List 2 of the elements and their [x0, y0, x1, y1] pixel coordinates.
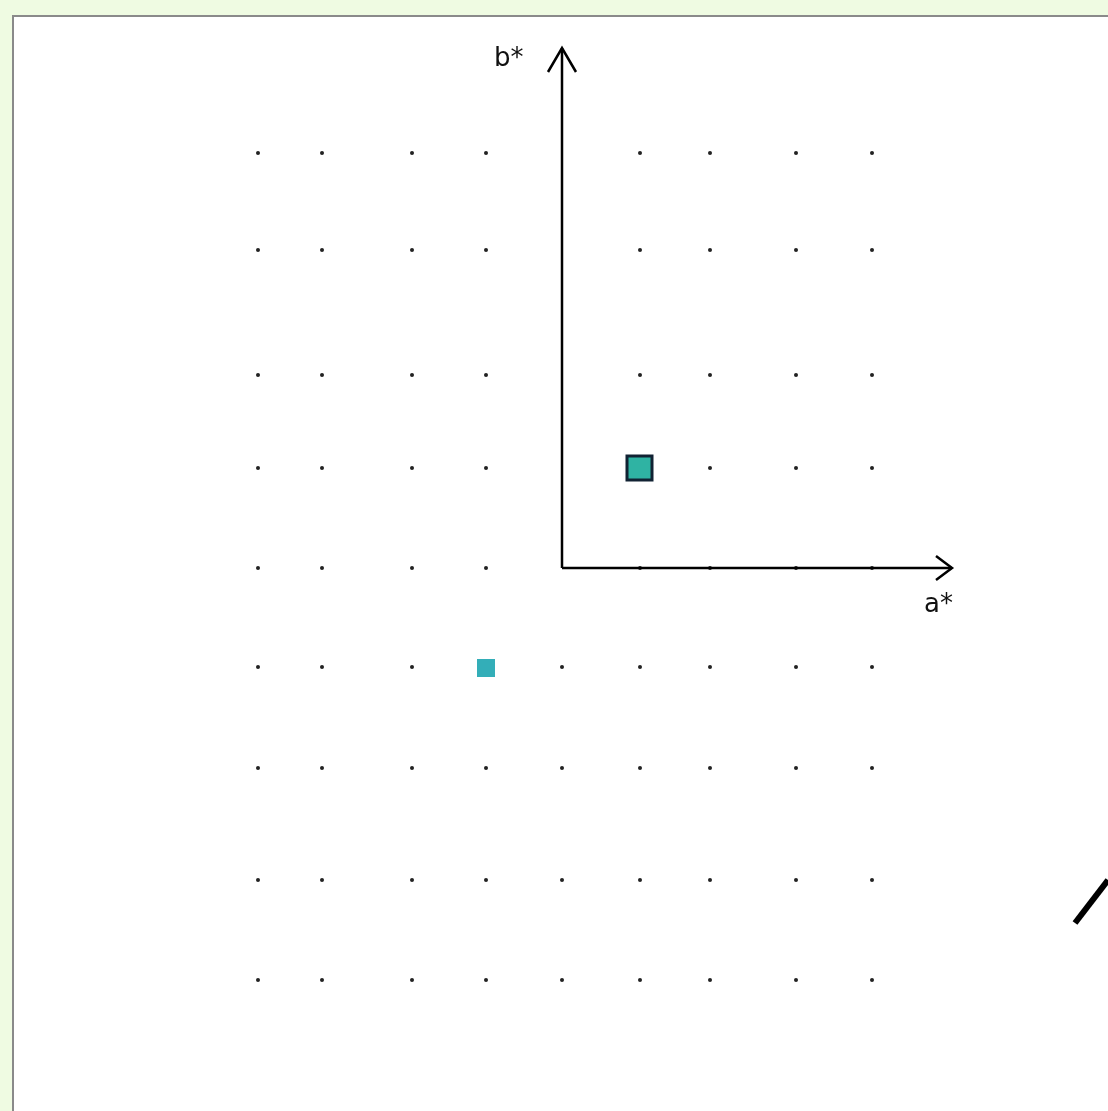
axis-label: a*: [924, 590, 953, 616]
axis-label: b*: [494, 44, 524, 70]
